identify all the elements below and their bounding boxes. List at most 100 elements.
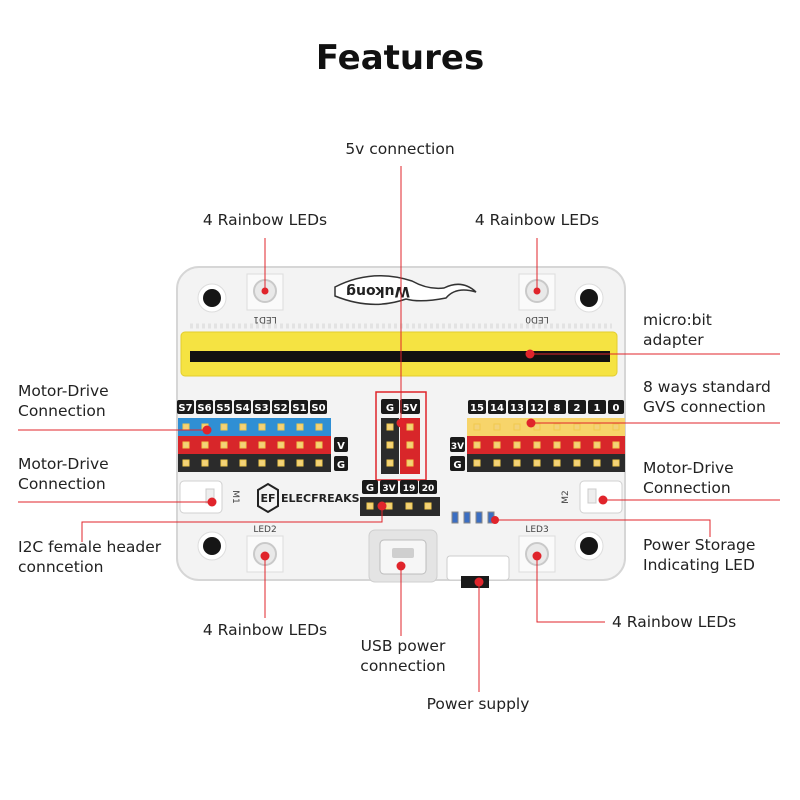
label-5v-connection: 5v connection (345, 140, 455, 158)
i2c-label-20: 20 (422, 484, 435, 494)
pin-hole (239, 441, 247, 449)
label-i2c-line2: conncetion (18, 558, 104, 576)
m1-silk: M1 (230, 490, 240, 504)
power-storage-leds (451, 511, 495, 524)
pin-hole (277, 459, 285, 467)
i2c-pin-holes (366, 502, 432, 510)
pin-hole (239, 459, 247, 467)
pin-hole (553, 423, 561, 431)
pin-hole (258, 441, 266, 449)
microbit-slot (190, 351, 610, 362)
pin-hole (277, 441, 285, 449)
led0-silk: LED0 (525, 314, 549, 324)
pin-hole (473, 459, 481, 467)
pointer-lines (18, 166, 780, 692)
pin-hole (315, 459, 323, 467)
pin-label-8: 8 (554, 403, 561, 414)
left-g-label: G (337, 460, 345, 471)
pin-hole (366, 502, 374, 510)
label-motor-right-line1: Motor-Drive (643, 459, 734, 477)
page-title: Features (315, 38, 485, 78)
label-gvs-line1: 8 ways standard (643, 378, 771, 396)
pin-hole (612, 459, 620, 467)
pin-label-14: 14 (490, 403, 504, 414)
pin-hole (612, 441, 620, 449)
pin-hole (296, 441, 304, 449)
label-usb-line1: USB power (360, 637, 446, 655)
pin-hole (277, 423, 285, 431)
pin-label-s4: S4 (235, 403, 249, 414)
led2-silk: LED2 (253, 525, 276, 535)
pin-hole (573, 459, 581, 467)
right-g-tag (450, 456, 465, 471)
i2c-label-3v: 3V (382, 484, 395, 494)
pin-hole (513, 423, 521, 431)
label-rainbow-top-right: 4 Rainbow LEDs (474, 211, 600, 229)
pin-hole (405, 502, 413, 510)
pin-hole (493, 459, 501, 467)
pin-hole (220, 459, 228, 467)
elecfreaks-logo: EF ELECFREAKS (257, 482, 360, 514)
led3-silk: LED3 (525, 525, 548, 535)
pin-hole (593, 441, 601, 449)
right-pin-labels: 15 14 13 12 8 2 1 0 (468, 400, 624, 414)
label-microbit-line1: micro:bit (643, 311, 712, 329)
center-label-5v: 5V (403, 403, 418, 414)
pin-label-s0: S0 (311, 403, 325, 414)
left-signal-row (178, 418, 331, 436)
right-3v-tag (450, 437, 465, 452)
label-motor-left1-line1: Motor-Drive (18, 382, 109, 400)
label-rainbow-bottom-left: 4 Rainbow LEDs (202, 621, 328, 639)
usb-port (368, 529, 438, 583)
pin-hole (573, 423, 581, 431)
label-motor-left1-line2: Connection (18, 402, 106, 420)
mounting-holes (197, 283, 604, 561)
pin-hole (533, 423, 541, 431)
pin-label-13: 13 (510, 403, 524, 414)
pin-hole (533, 441, 541, 449)
pin-hole (406, 459, 414, 467)
pin-label-s5: S5 (216, 403, 230, 414)
led1-silk: LED1 (253, 314, 276, 324)
pin-hole (182, 459, 190, 467)
pin-hole (386, 423, 394, 431)
left-g-tag (334, 456, 348, 471)
pin-label-s6: S6 (197, 403, 211, 414)
pin-hole (220, 423, 228, 431)
pin-hole (553, 441, 561, 449)
pin-hole (315, 441, 323, 449)
left-ground-row (178, 454, 331, 472)
label-rainbow-bottom-right: 4 Rainbow LEDs (612, 613, 737, 631)
pin-hole (406, 441, 414, 449)
label-power-led-line1: Power Storage (643, 536, 756, 554)
right-signal-row (467, 418, 625, 436)
i2c-label-g: G (366, 483, 374, 494)
left-pin-holes (182, 423, 323, 467)
left-v-label: V (337, 441, 345, 452)
i2c-header (360, 497, 440, 516)
pin-hole (258, 459, 266, 467)
label-motor-left2-line1: Motor-Drive (18, 455, 109, 473)
label-gvs-line2: GVS connection (643, 398, 766, 416)
pin-hole (473, 423, 481, 431)
pin-hole (315, 423, 323, 431)
i2c-label-19: 19 (403, 484, 416, 494)
pin-label-2: 2 (574, 403, 581, 414)
center-pin-holes (386, 423, 414, 467)
pin-label-s1: S1 (292, 403, 306, 414)
pin-hole (424, 502, 432, 510)
pin-hole (239, 423, 247, 431)
pin-hole (201, 459, 209, 467)
label-i2c-line1: I2C female header (18, 538, 162, 556)
pointer-dots (202, 287, 608, 587)
pin-hole (385, 502, 393, 510)
pin-label-12: 12 (530, 403, 544, 414)
pin-hole (493, 423, 501, 431)
pin-hole (182, 423, 190, 431)
pin-hole (296, 423, 304, 431)
left-power-row (178, 436, 331, 454)
pin-hole (220, 441, 228, 449)
label-usb-line2: connection (360, 657, 446, 675)
svg-text:EF: EF (260, 492, 275, 505)
pin-hole (533, 459, 541, 467)
